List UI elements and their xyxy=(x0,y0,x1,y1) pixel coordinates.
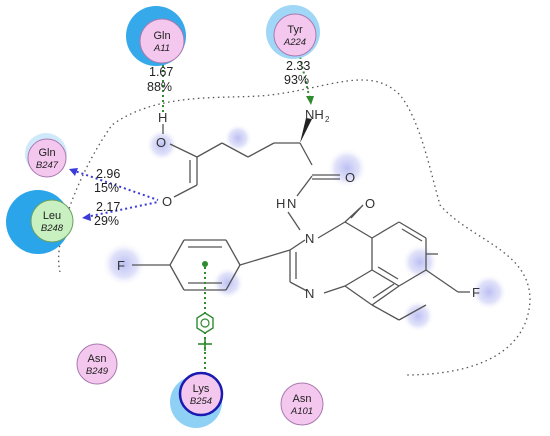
atom-n3: N xyxy=(305,231,314,246)
solvent-exposure-blobs xyxy=(102,124,507,332)
atom-o-carbonyl-acid: O xyxy=(162,194,172,209)
residue-chain-id: A101 xyxy=(290,406,313,417)
occupancy-tyr-a224: 93% xyxy=(284,73,309,87)
atom-f-quinazoline: F xyxy=(472,285,480,300)
residue-name: Lys xyxy=(193,383,210,395)
hbond-tyr-a224 xyxy=(298,51,314,105)
pocket-outline xyxy=(58,79,531,376)
residue-tyr-a224: Tyr A224 xyxy=(266,5,320,59)
residue-lys-b254: Lys B254 xyxy=(170,371,224,428)
residue-chain-id: B254 xyxy=(190,396,212,407)
occupancy-leu-b248: 29% xyxy=(94,214,119,228)
residue-name: Leu xyxy=(43,210,61,222)
atom-h-amide: H xyxy=(276,196,285,211)
pi-cation-icon xyxy=(196,312,214,351)
distance-tyr-a224: 2.33 xyxy=(286,59,310,73)
residue-gln-b247: Gln B247 xyxy=(25,133,67,178)
atom-h: H xyxy=(158,110,167,125)
atom-nh2: NH xyxy=(305,107,324,122)
residue-name: Gln xyxy=(38,147,55,159)
residue-chain-id: A224 xyxy=(283,37,306,48)
residue-gln-a11: Gln A11 xyxy=(126,6,186,66)
occupancy-gln-b247: 15% xyxy=(94,181,119,195)
residue-asn-a101: Asn A101 xyxy=(280,382,324,426)
residue-name: Gln xyxy=(153,30,170,42)
atom-nh2-subscript: 2 xyxy=(325,115,330,124)
occupancy-gln-a11: 88% xyxy=(147,80,172,94)
ligand-atoms: H O O O N H NH 2 O N N F F xyxy=(117,107,480,301)
residue-chain-id: B249 xyxy=(86,366,109,377)
interaction-stats: 1.67 88% 2.33 93% 2.96 15% 2.17 29% xyxy=(94,59,310,228)
residue-chain-id: B248 xyxy=(41,223,64,234)
residue-name: Asn xyxy=(293,393,312,405)
residue-chain-id: B247 xyxy=(36,160,59,171)
residue-leu-b248: Leu B248 xyxy=(6,190,74,254)
residue-chain-id: A11 xyxy=(153,43,170,54)
residue-name: Tyr xyxy=(287,24,303,36)
distance-gln-b247: 2.96 xyxy=(96,167,120,181)
residue-name: Asn xyxy=(88,353,107,365)
residue-asn-b249: Asn B249 xyxy=(76,343,118,385)
atom-o-quinazolinone: O xyxy=(365,196,375,211)
atom-o-amide: O xyxy=(345,170,355,185)
atom-f-phenyl: F xyxy=(117,258,125,273)
atom-o-hydroxyl: O xyxy=(156,135,166,150)
hbond-leu-b248 xyxy=(82,201,159,221)
distance-leu-b248: 2.17 xyxy=(96,200,120,214)
atom-n1: N xyxy=(305,286,314,301)
ligand-bonds xyxy=(132,118,470,321)
hbond-gln-b247 xyxy=(69,168,159,201)
distance-gln-a11: 1.67 xyxy=(149,65,173,79)
atom-n-amide: N xyxy=(287,196,296,211)
